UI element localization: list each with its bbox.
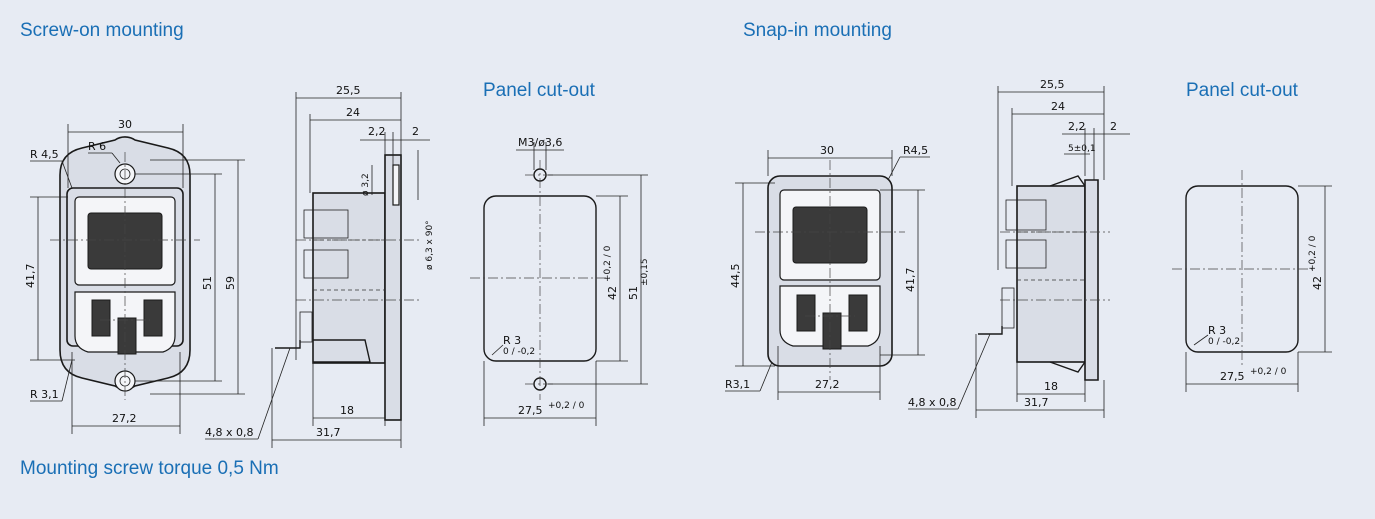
dim-snap-cutout-height: 42 <box>1311 276 1324 290</box>
dim-screw-overall: 31,7 <box>316 426 341 439</box>
dim-snap-side-total: 25,5 <box>1040 78 1065 91</box>
dim-screw-flange-b: 2 <box>412 125 419 138</box>
dim-screw-height-mid: 51 <box>201 276 214 290</box>
dim-snap-cutout-width: 27,5 <box>1220 370 1245 383</box>
dim-screw-side-body: 24 <box>346 106 360 119</box>
dim-snap-radius-corner: R3,1 <box>725 378 750 391</box>
dim-cutout-radius: R 3 <box>503 334 521 347</box>
dim-snap-radius-outer: R4,5 <box>903 144 928 157</box>
dim-screw-tab-depth: 18 <box>340 404 354 417</box>
dim-cutout-width-tol: +0,2 / 0 <box>548 401 585 411</box>
dim-snap-side-body: 24 <box>1051 100 1065 113</box>
dim-snap-cutout-radius: R 3 <box>1208 324 1226 337</box>
dim-snap-height-total: 44,5 <box>729 264 742 289</box>
dim-screw-width-bottom: 27,2 <box>112 412 137 425</box>
dim-cutout-height-tol: +0,2 / 0 <box>603 245 613 282</box>
snap-side-view: 25,5 24 2,2 2 5±0,1 18 31,7 4,8 x 0,8 <box>908 78 1130 418</box>
dim-screw-radius-outer: R 4,5 <box>30 148 59 161</box>
dim-screw-radius-corner: R 3,1 <box>30 388 59 401</box>
dim-snap-flange-a: 2,2 <box>1068 120 1086 133</box>
screw-side-view: 25,5 24 2,2 2 ø 3,2 ø 6,3 x 90° 18 31,7 … <box>205 84 435 448</box>
dim-screw-side-total: 25,5 <box>336 84 361 97</box>
dim-snap-tab-depth: 18 <box>1044 380 1058 393</box>
dim-snap-width-bottom: 27,2 <box>815 378 840 391</box>
screw-on-heading: Screw-on mounting <box>20 20 184 41</box>
panel-cutout-heading-left: Panel cut-out <box>483 80 595 101</box>
dim-snap-cutout-width-tol: +0,2 / 0 <box>1250 367 1287 377</box>
dim-snap-height-inner: 41,7 <box>904 268 917 293</box>
dim-screw-width-top: 30 <box>118 118 132 131</box>
dim-cutout-width: 27,5 <box>518 404 543 417</box>
dim-snap-flange-b: 2 <box>1110 120 1117 133</box>
dim-cutout-pitch: 51 <box>627 286 640 300</box>
torque-note: Mounting screw torque 0,5 Nm <box>20 458 279 479</box>
dim-screw-countersink: ø 6,3 x 90° <box>425 220 435 270</box>
dim-snap-cutout-height-tol: +0,2 / 0 <box>1308 235 1318 272</box>
dim-snap-width-top: 30 <box>820 144 834 157</box>
dim-snap-cutout-radius-tol: 0 / -0,2 <box>1208 337 1240 347</box>
snap-in-heading: Snap-in mounting <box>743 20 892 41</box>
snap-cutout-view: 42 +0,2 / 0 R 3 0 / -0,2 27,5 +0,2 / 0 <box>1172 170 1332 392</box>
snap-front-view: 30 R4,5 44,5 41,7 R3,1 27,2 <box>725 144 930 400</box>
dim-screw-height-inner: 41,7 <box>24 264 37 289</box>
dim-snap-terminal: 4,8 x 0,8 <box>908 396 957 409</box>
dim-snap-clip: 5±0,1 <box>1068 144 1096 154</box>
dim-screw-flange-a: 2,2 <box>368 125 386 138</box>
dim-snap-overall: 31,7 <box>1024 396 1049 409</box>
screw-front-view: 30 R 4,5 R 6 41,7 51 59 R 3,1 27,2 <box>24 118 245 434</box>
panel-cutout-heading-right: Panel cut-out <box>1186 80 1298 101</box>
dim-screw-terminal: 4,8 x 0,8 <box>205 426 254 439</box>
dim-screw-radius-inner: R 6 <box>88 140 106 153</box>
dim-cutout-pitch-tol: ±0,15 <box>640 258 650 286</box>
dim-cutout-hole: M3/ø3,6 <box>518 136 562 149</box>
screw-cutout-view: M3/ø3,6 42 +0,2 / 0 51 ±0,15 R 3 0 / -0,… <box>470 136 650 426</box>
dim-screw-hole: ø 3,2 <box>361 173 371 196</box>
dim-screw-height-total: 59 <box>224 276 237 290</box>
dim-cutout-height: 42 <box>606 286 619 300</box>
dim-cutout-radius-tol: 0 / -0,2 <box>503 347 535 357</box>
